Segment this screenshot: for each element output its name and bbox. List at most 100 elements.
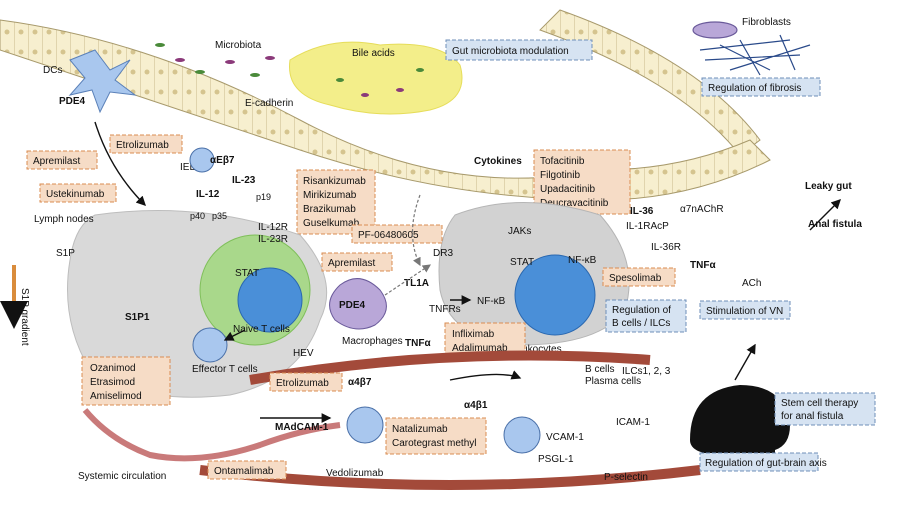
brain-head-icon	[690, 385, 790, 470]
vedolizumab-label: Vedolizumab	[326, 468, 384, 479]
jak-drug-3: Upadacitinib	[540, 184, 595, 195]
jaks-label: JAKs	[508, 226, 531, 237]
adhering-lymphocyte	[503, 416, 541, 454]
apremilast2-box	[321, 252, 393, 272]
s1p-drug-1: Ozanimod	[90, 363, 136, 374]
tnf-drug-1: Infliximab	[452, 329, 495, 340]
etrolizumab-label: Etrolizumab	[116, 140, 169, 151]
il12-label: IL-12	[196, 189, 220, 200]
regulation-b-label: Regulation of	[612, 305, 671, 316]
madcam-label: MAdCAM-1	[275, 422, 329, 433]
dcs-label: DCs	[43, 65, 62, 76]
stimulation-vn-label: Stimulation of VN	[706, 306, 783, 317]
systemic-vessel	[82, 408, 341, 462]
ustekinumab-label: Ustekinumab	[46, 189, 105, 200]
nfkb-label: NF-κB	[568, 255, 597, 266]
arrow-naive-to-effector	[223, 329, 246, 341]
dr3-label: DR3	[433, 248, 453, 259]
gut-microbiota-modulation-label: Gut microbiota modulation	[452, 46, 569, 57]
ontamalimab-box	[207, 460, 287, 480]
iel-cell-icon	[189, 147, 215, 173]
ach-label: ACh	[742, 278, 761, 289]
spesolimab-label: Spesolimab	[609, 273, 662, 284]
regulation-b-box	[605, 299, 687, 333]
il23-drug-4: Guselkumab	[303, 218, 360, 229]
stimulation-vn-box	[699, 300, 791, 320]
leaky-gut-label: Leaky gut	[805, 181, 852, 192]
iels-label: IELs	[180, 162, 200, 173]
gut-brain-label: Regulation of gut-brain axis	[705, 458, 827, 469]
lymph-nodes-label: Lymph nodes	[34, 214, 94, 225]
pselectin-label: P-selectin	[604, 472, 648, 483]
tnfrs-label: TNFRs	[429, 304, 461, 315]
fibroblast-network	[692, 21, 811, 76]
p40-label: p40	[190, 211, 205, 221]
spesolimab-box	[602, 267, 676, 287]
vcam-label: VCAM-1	[546, 432, 584, 443]
etrolizumab2-label: Etrolizumab	[276, 378, 329, 389]
il36r-label: IL-36R	[651, 242, 681, 253]
tnf-drug-2: Adalimumab	[452, 343, 508, 354]
s1p-drugs-box	[81, 356, 171, 406]
hev-label: HEV	[293, 348, 314, 359]
nfkb2-label: NF-κB	[477, 296, 506, 307]
fibroblasts-label: Fibroblasts	[742, 17, 791, 28]
regulation-fibrosis-box	[701, 77, 821, 97]
jak-drug-1: Tofacitinib	[540, 156, 585, 167]
tnfa2-label: TNFα	[690, 260, 716, 271]
il36-label: IL-36	[630, 206, 654, 217]
anal-fistula-label: Anal fistula	[808, 219, 862, 230]
il23-drug-2: Mirikizumab	[303, 190, 357, 201]
pf-box	[351, 224, 443, 244]
regulation-fibrosis-label: Regulation of fibrosis	[708, 83, 801, 94]
microbiota-label: Microbiota	[215, 40, 262, 51]
naive-t-label: Naive T cells	[233, 324, 290, 335]
microbiota-specks	[155, 43, 424, 97]
ontamalimab-label: Ontamalimab	[214, 466, 274, 477]
il23-drug-3: Brazikumab	[303, 204, 356, 215]
s1p-gradient-label: S1P gradient	[19, 288, 30, 346]
arrow-gutbrain	[734, 343, 756, 381]
il23-drug-1: Risankizumab	[303, 176, 366, 187]
systemic-label: Systemic circulation	[78, 471, 166, 482]
pde4b-label: PDE4	[339, 300, 366, 311]
p35-label: p35	[212, 211, 227, 221]
stem-cell-box	[774, 392, 876, 426]
gut-microbiota-modulation-box	[445, 39, 593, 61]
cytokines-label: Cytokines	[474, 156, 522, 167]
aeb7-label: αEβ7	[210, 155, 235, 166]
s1p1-label: S1P1	[125, 312, 150, 323]
b-cells-label: B cells	[585, 364, 614, 375]
e-cadherin-label: E-cadherin	[245, 98, 293, 109]
effector-t-label: Effector T cells	[192, 364, 258, 375]
leukocyte-nucleus	[514, 254, 596, 336]
arrow-leaky	[809, 199, 841, 231]
stem-cell-label: Stem cell therapy	[781, 398, 858, 409]
il23-label: IL-23	[232, 175, 256, 186]
regulation-b-label-2: B cells / ILCs	[612, 318, 670, 329]
s1p-label: S1P	[56, 248, 75, 259]
apremilast-box	[26, 150, 98, 170]
dc-cell-icon	[68, 49, 137, 114]
jak-drug-4: Deucravacitinib	[540, 198, 609, 209]
a7nachr-label: α7nAChR	[680, 204, 724, 215]
il23-drugs-box	[296, 169, 376, 235]
gut-brain-box	[699, 452, 819, 472]
p19-label: p19	[256, 192, 271, 202]
plasma-cells-label: Plasma cells	[585, 376, 641, 387]
il1racp-label: IL-1RAcP	[626, 221, 669, 232]
arrow-dashed-1	[411, 194, 421, 267]
s1p-drug-2: Etrasimod	[90, 377, 135, 388]
macrophage-icon	[329, 278, 387, 330]
etrolizumab-box	[109, 134, 183, 154]
natalizumab-box	[385, 417, 487, 455]
icam-label: ICAM-1	[616, 417, 650, 428]
psgl-label: PSGL-1	[538, 454, 574, 465]
jak-drugs-box	[533, 149, 631, 215]
ustekinumab-box	[39, 183, 117, 203]
stem-cell-label-2: for anal fistula	[781, 411, 844, 422]
il12r-label: IL-12R	[258, 222, 288, 233]
apremilast-label: Apremilast	[33, 156, 80, 167]
arrow-dashed-2	[384, 264, 431, 296]
